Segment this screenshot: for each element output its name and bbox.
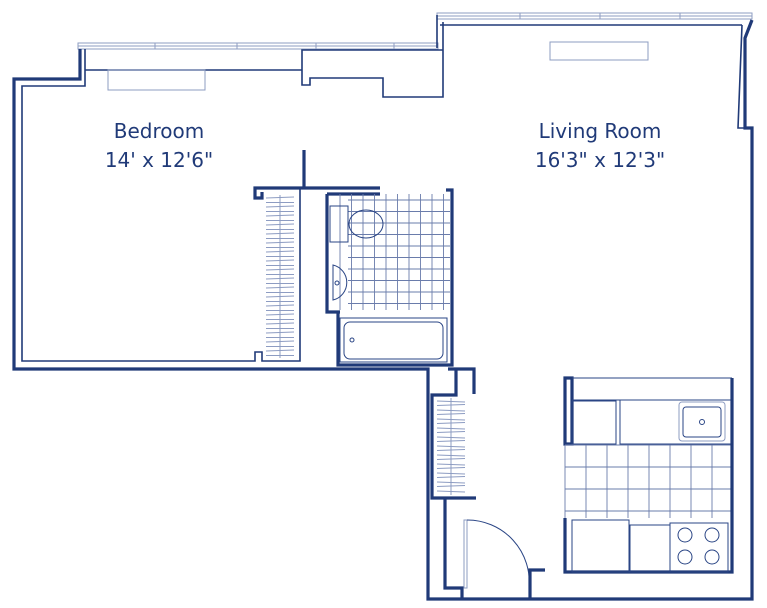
hanger-line — [436, 485, 466, 487]
hanger-line — [265, 295, 295, 298]
hanger-line — [265, 349, 295, 352]
bedroom-radiator — [107, 69, 206, 91]
exterior-wall-inner — [21, 49, 301, 362]
hanger-line — [436, 454, 466, 457]
hanger-line — [265, 277, 295, 280]
hanger-line — [436, 463, 466, 466]
hanger-line — [265, 214, 295, 217]
hanger-line — [436, 436, 466, 439]
hanger-line — [436, 409, 466, 412]
hanger-line — [436, 400, 466, 403]
kitchen-tiles — [564, 444, 732, 518]
hanger-line — [265, 340, 295, 343]
hanger-line — [265, 322, 295, 325]
refrigerator — [629, 524, 671, 573]
hanger-line — [436, 449, 466, 451]
hanger-line — [265, 205, 295, 208]
living-room-window — [436, 12, 753, 20]
hanger-line — [265, 223, 295, 226]
living-room-dimensions: 16'3" x 12'3" — [535, 148, 665, 172]
hanger-line — [436, 467, 466, 469]
dishwasher — [571, 519, 630, 573]
hanger-line — [265, 304, 295, 307]
bedroom-label: Bedroom — [114, 119, 204, 143]
bedroom-closet-hatch — [265, 195, 295, 358]
hanger-line — [436, 422, 466, 424]
sink-icon — [332, 264, 348, 301]
hanger-line — [265, 232, 295, 235]
hanger-line — [265, 313, 295, 316]
kitchen-cabinet — [571, 400, 617, 445]
hanger-line — [436, 445, 466, 448]
bedroom-window — [77, 42, 439, 50]
hanger-line — [265, 286, 295, 289]
hanger-line — [436, 458, 466, 460]
hanger-line — [436, 440, 466, 442]
hanger-line — [436, 418, 466, 421]
living-room-radiator — [549, 41, 649, 61]
hanger-line — [436, 472, 466, 475]
hall-closet-wall — [430, 367, 476, 599]
hanger-line — [265, 250, 295, 253]
hanger-line — [436, 427, 466, 430]
hanger-line — [265, 331, 295, 334]
kitchen-sink-icon — [678, 401, 726, 442]
closet-partition — [253, 150, 380, 200]
bedroom-dimensions: 14' x 12'6" — [105, 148, 213, 172]
entry-door[interactable] — [463, 519, 545, 599]
hanger-line — [265, 241, 295, 244]
stove-icon — [669, 522, 729, 573]
hanger-line — [265, 259, 295, 262]
hall-closet-hatch — [436, 398, 466, 495]
hanger-line — [436, 404, 466, 406]
hanger-line — [436, 490, 466, 493]
bathroom-wall — [325, 188, 454, 367]
hanger-line — [265, 196, 295, 199]
toilet-icon — [329, 205, 384, 243]
hanger-line — [265, 268, 295, 271]
hanger-line — [436, 476, 466, 478]
exterior-wall — [12, 19, 754, 601]
interior-wall — [301, 15, 745, 129]
hanger-line — [436, 431, 466, 433]
living-room-label: Living Room — [539, 119, 662, 143]
bathroom-tiles — [339, 194, 450, 310]
hanger-line — [436, 413, 466, 415]
kitchen — [563, 376, 734, 574]
bathtub-icon — [339, 317, 448, 363]
hanger-line — [436, 481, 466, 484]
